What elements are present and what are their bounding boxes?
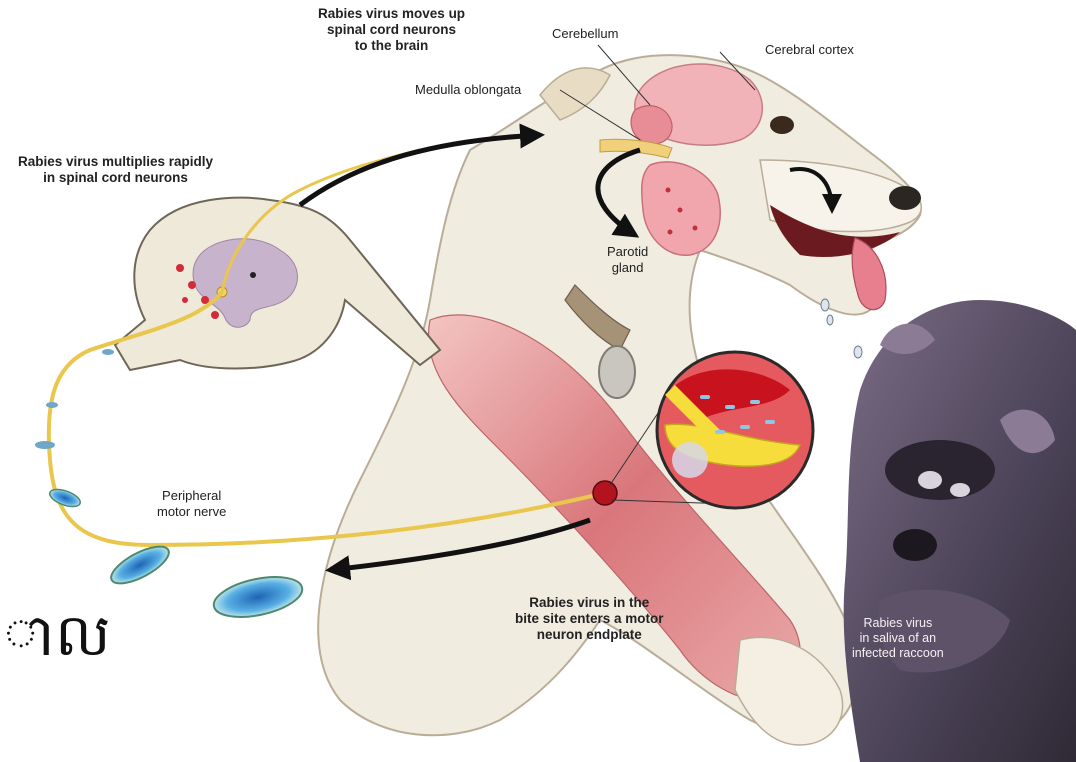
label-medulla-oblongata: Medulla oblongata <box>415 82 521 98</box>
overlay-khmer-text: ាល <box>4 600 110 670</box>
raccoon-illustration <box>844 300 1076 762</box>
label-multiplies: Rabies virus multiplies rapidly in spina… <box>18 154 213 186</box>
label-moves-up: Rabies virus moves up spinal cord neuron… <box>318 6 465 54</box>
label-cerebral-cortex: Cerebral cortex <box>765 42 854 58</box>
label-bite-site: Rabies virus in the bite site enters a m… <box>515 595 664 643</box>
rabies-virus-particles <box>35 349 306 624</box>
label-cerebellum: Cerebellum <box>552 26 618 42</box>
spinal-cord-cross-section <box>115 198 440 370</box>
collar-tag <box>599 346 635 398</box>
dog-eye <box>770 116 794 134</box>
label-parotid-gland: Parotid gland <box>607 244 648 276</box>
label-raccoon: Rabies virus in saliva of an infected ra… <box>852 616 944 661</box>
label-peripheral-motor-nerve: Peripheral motor nerve <box>157 488 226 520</box>
bite-site-marker <box>593 481 617 505</box>
dog-nose <box>889 186 921 210</box>
